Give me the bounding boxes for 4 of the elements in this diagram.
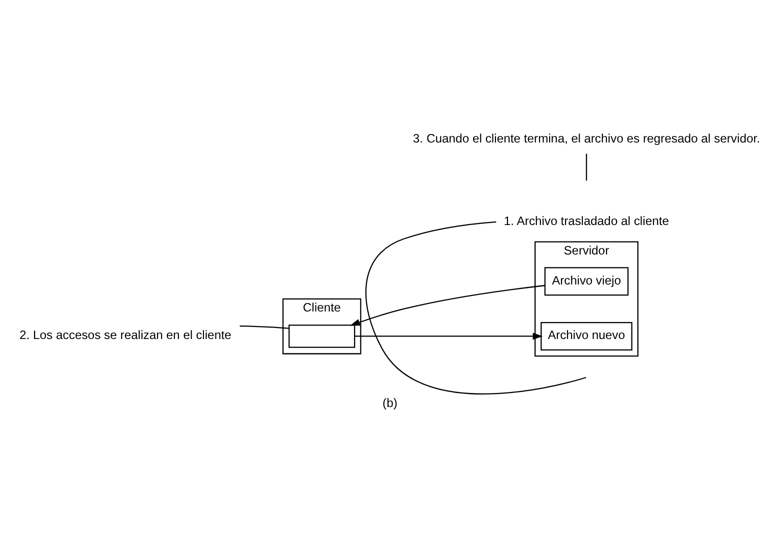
node-text: 1. Archivo trasladado al cliente: [504, 214, 670, 228]
node-text: 3. Cuando el cliente termina, el archivo es regresado al servidor.: [412, 132, 760, 146]
caption: (b): [382, 396, 398, 410]
node-text: 2. Los accesos se realizan en el cliente: [19, 328, 232, 342]
